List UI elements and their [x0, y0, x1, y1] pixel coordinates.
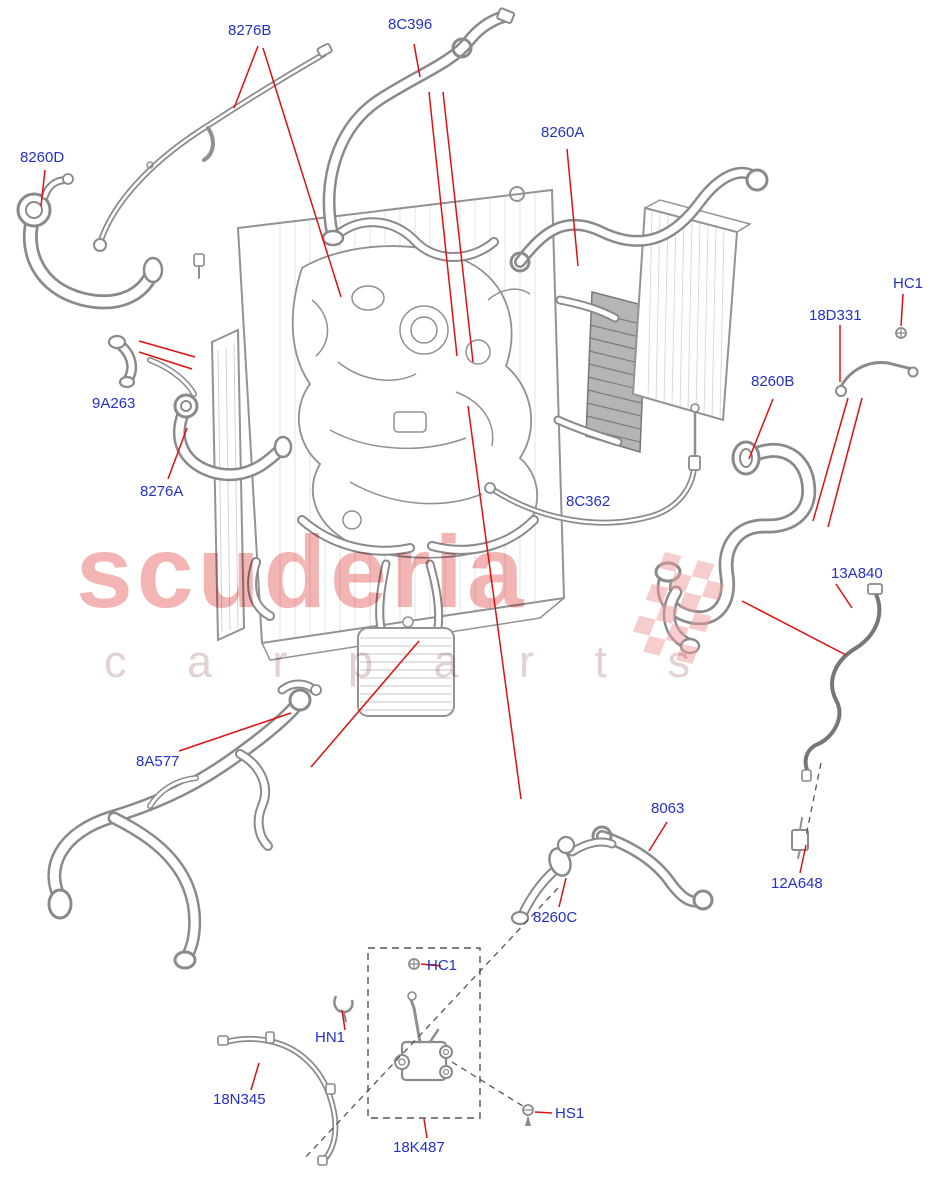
hose-8260a	[509, 166, 769, 273]
leader-lines	[40, 43, 904, 1139]
auxiliary-cooler	[585, 291, 647, 453]
hose-8276a	[172, 393, 293, 482]
part-label-18k487[interactable]: 18K487	[393, 1139, 445, 1156]
part-label-13a840[interactable]: 13A840	[831, 565, 883, 582]
part-label-9a263[interactable]: 9A263	[92, 395, 136, 412]
watermark-checkered-flag	[632, 552, 725, 664]
part-label-hc1-top[interactable]: HC1	[893, 275, 924, 292]
hose-8c396	[321, 7, 516, 247]
pump-8260c	[510, 835, 617, 926]
part-label-18d331[interactable]: 18D331	[809, 307, 862, 324]
pipe-18n345	[217, 1031, 339, 1166]
screw-hc1-valve	[408, 958, 420, 970]
part-label-12a648[interactable]: 12A648	[771, 875, 823, 892]
hose-8276b	[93, 42, 333, 279]
screw-hc1-top	[895, 327, 907, 339]
wiring-13a840	[801, 583, 883, 782]
clip-hn1	[333, 995, 354, 1023]
part-label-8260c[interactable]: 8260C	[533, 909, 578, 926]
hose-9a263	[107, 334, 197, 397]
engine-assembly	[247, 217, 623, 633]
hose-8c362	[484, 403, 701, 526]
part-label-8c396[interactable]: 8C396	[388, 16, 433, 33]
part-label-8260a[interactable]: 8260A	[541, 124, 585, 141]
part-label-8276a[interactable]: 8276A	[140, 483, 184, 500]
intercooler	[631, 199, 752, 422]
bracket-18d331	[835, 361, 919, 397]
part-label-hs1[interactable]: HS1	[555, 1105, 585, 1122]
hose-8260d	[16, 173, 164, 310]
connector-12a648	[791, 817, 809, 859]
part-label-8c362[interactable]: 8C362	[566, 493, 611, 510]
hose-8a577	[47, 679, 322, 970]
oil-cooler	[357, 616, 455, 717]
part-label-8a577[interactable]: 8A577	[136, 753, 180, 770]
hose-8260b	[654, 440, 817, 655]
valve-18k487	[394, 991, 453, 1082]
dashed-reference-lines	[302, 762, 822, 1161]
part-label-8260d[interactable]: 8260D	[20, 149, 65, 166]
part-label-8063[interactable]: 8063	[651, 800, 685, 817]
part-label-8260b[interactable]: 8260B	[751, 373, 795, 390]
part-label-18n345[interactable]: 18N345	[213, 1091, 266, 1108]
screw-hs1	[522, 1104, 534, 1126]
part-label-8276b[interactable]: 8276B	[228, 22, 272, 39]
part-label-hn1[interactable]: HN1	[315, 1029, 346, 1046]
part-label-hc1-valve[interactable]: HC1	[427, 957, 458, 974]
